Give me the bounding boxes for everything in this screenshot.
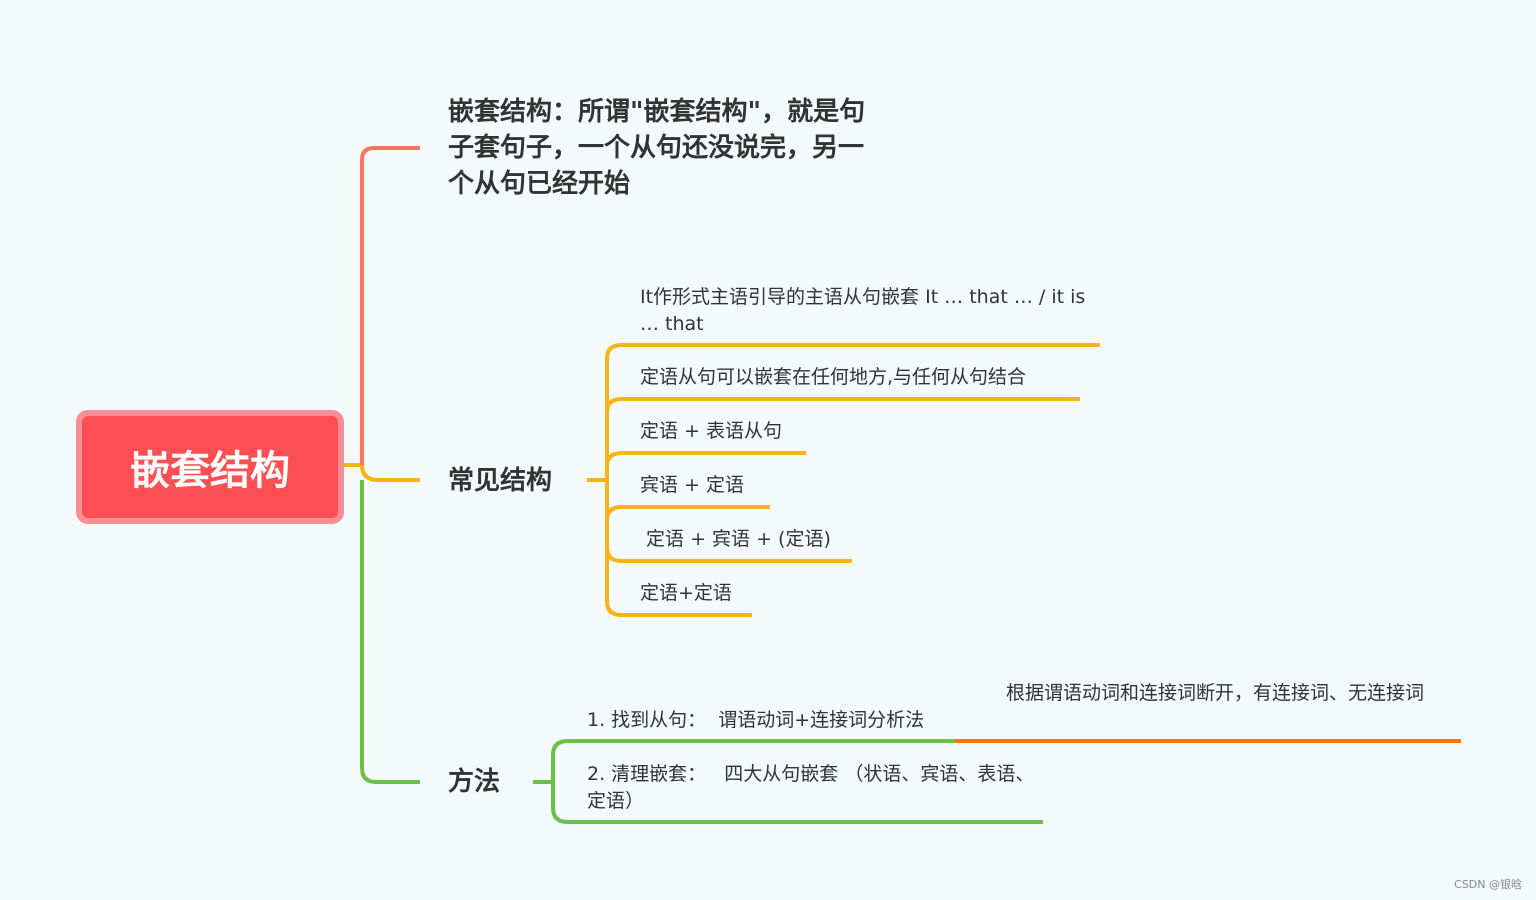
branch-common-connector xyxy=(360,464,420,482)
common-leaf-2[interactable]: 定语从句可以嵌套在任何地方,与任何从句结合 xyxy=(640,366,1027,388)
common-leaf-6-line xyxy=(605,601,752,617)
branch-definition[interactable]: 嵌套结构：所谓"嵌套结构"，就是句子套句子，一个从句还没说完，另一个从句已经开始 xyxy=(448,97,866,199)
branch-definition-connector xyxy=(360,146,420,465)
root-node[interactable]: 嵌套结构 xyxy=(76,410,344,524)
branch-method-connector xyxy=(360,480,420,784)
common-leaf-5[interactable]: 定语 + 宾语 + (定语) xyxy=(640,528,831,550)
method-leaf-1[interactable]: 1. 找到从句： 谓语动词+连接词分析法 xyxy=(587,709,925,731)
branch-common[interactable]: 常见结构 xyxy=(448,466,553,496)
watermark: CSDN @银晗 xyxy=(1454,878,1522,891)
common-leaf-3[interactable]: 定语 + 表语从句 xyxy=(640,420,782,442)
common-leaf-4-line xyxy=(605,505,770,521)
branch-method[interactable]: 方法 xyxy=(448,767,501,797)
common-leaf-5-line xyxy=(605,547,852,563)
method-leaf-2[interactable]: 2. 清理嵌套： 四大从句嵌套 （状语、宾语、表语、定语） xyxy=(587,763,1035,812)
common-leaf-1[interactable]: It作形式主语引导的主语从句嵌套 It … that … / it is … t… xyxy=(640,286,1086,335)
common-leaf-1-line xyxy=(605,343,1100,359)
method-leaf-1-line xyxy=(551,739,955,756)
common-leaf-3-line xyxy=(605,451,806,467)
common-leaf-2-line xyxy=(605,397,1080,413)
common-leaf-4[interactable]: 宾语 + 定语 xyxy=(640,474,744,496)
method-leaf-1-child[interactable]: 根据谓语动词和连接词断开，有连接词、无连接词 xyxy=(1006,682,1425,704)
common-leaf-6[interactable]: 定语+定语 xyxy=(640,582,732,604)
method-leaf-2-line xyxy=(551,807,1043,824)
